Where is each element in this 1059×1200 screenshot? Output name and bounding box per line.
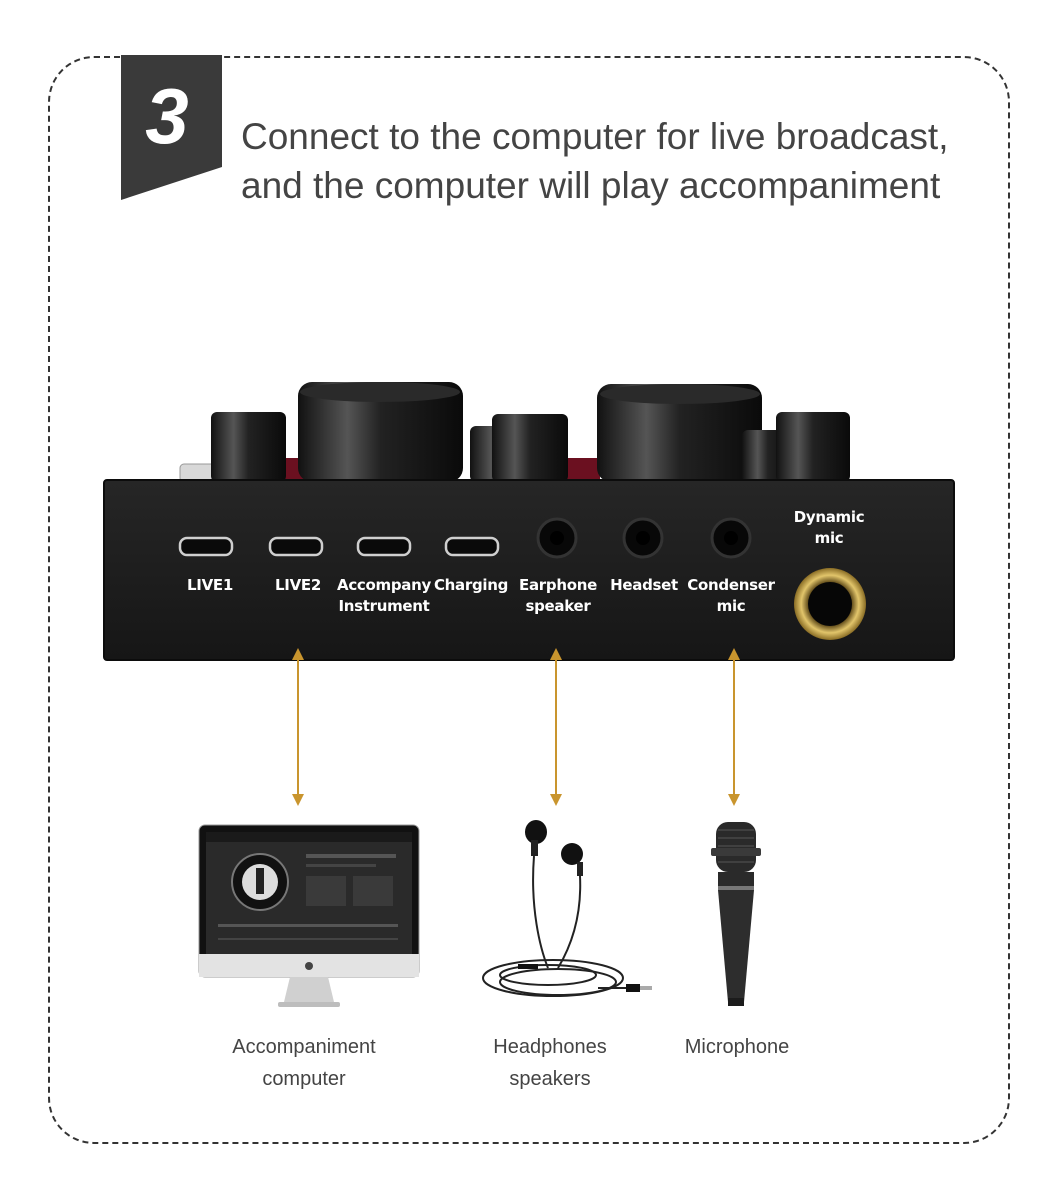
port-live2-line: LIVE2 [275, 576, 321, 594]
port-condenser-line-1: Condenser [687, 576, 775, 594]
port-headset-line: Headset [610, 576, 678, 594]
port-earphone-line-1: Earphone [519, 576, 597, 594]
step-badge: 3 [121, 55, 222, 200]
port-charging-line: Charging [433, 576, 509, 594]
arrow-to-microphone [728, 648, 740, 806]
port-dynamic-line-1: Dynamic [793, 508, 865, 526]
caption-microphone: Microphone [685, 1031, 790, 1063]
port-label-live1: LIVE1 [187, 575, 233, 596]
arrow-to-headphones [550, 648, 562, 806]
caption-headphones-line-1: Headphones [493, 1036, 607, 1058]
dashed-frame [48, 56, 1010, 1144]
earphones-icon [482, 820, 652, 997]
port-accompany-line-1: Accompany [337, 576, 431, 594]
imac-icon [198, 824, 420, 1007]
page-title: Connect to the computer for live broadca… [241, 112, 1001, 210]
caption-computer-line-2: computer [262, 1068, 346, 1090]
headline-line-2: and the computer will play accompaniment [241, 165, 941, 206]
port-label-dynamic: Dynamic mic [794, 507, 865, 549]
caption-computer: Accompaniment computer [232, 1031, 375, 1095]
port-dynamic-line-2: mic [814, 529, 844, 547]
caption-headphones-line-2: speakers [509, 1068, 591, 1090]
step-number: 3 [145, 72, 189, 160]
port-label-charging: Charging [434, 575, 508, 596]
caption-computer-line-1: Accompaniment [232, 1036, 376, 1058]
headline-line-1: Connect to the computer for live broadca… [241, 116, 949, 157]
caption-headphones: Headphones speakers [493, 1031, 606, 1095]
port-label-live2: LIVE2 [275, 575, 321, 596]
caption-microphone-line-1: Microphone [684, 1036, 790, 1058]
port-live1-line: LIVE1 [187, 576, 233, 594]
port-condenser-line-2: mic [716, 597, 746, 615]
port-label-condenser: Condenser mic [687, 575, 775, 617]
port-accompany-line-2: Instrument [338, 597, 430, 615]
microphone-icon [711, 822, 761, 1006]
port-earphone-line-2: speaker [525, 597, 591, 615]
port-label-headset: Headset [610, 575, 678, 596]
sound-card-device: LIVE1 LIVE2 Accompany Instrument Chargin… [100, 378, 958, 664]
port-label-earphone: Earphone speaker [519, 575, 597, 617]
port-label-accompany: Accompany Instrument [337, 575, 431, 617]
arrow-to-computer [292, 648, 304, 806]
